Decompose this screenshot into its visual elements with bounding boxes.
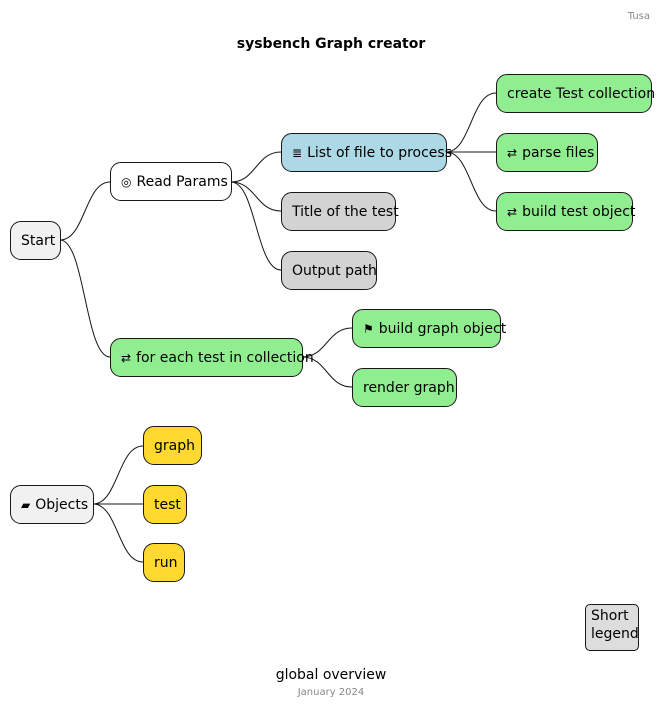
edge-read-params-output [230,181,282,271]
edge-list-build-test [445,151,497,212]
node-parse-files: ⇄ parse files [496,133,598,172]
node-label: run [154,554,178,571]
node-label: build graph object [378,320,507,337]
node-read-params: ◎ Read Params [110,162,232,201]
loop-icon: ⇄ [507,145,518,160]
node-run: run [143,543,185,582]
node-output-path: Output path [281,251,377,290]
diagram-title: sysbench Graph creator [236,36,426,52]
node-test: test [143,485,187,524]
node-build-test-object: ⇄ build test object [496,192,636,231]
node-label: Start [21,232,56,249]
node-label: Output path [292,262,377,279]
node-label: Read Params [136,173,228,190]
node-create-test-collection: create Test collection [496,74,656,113]
list-icon: ≣ [292,145,303,160]
diagram-caption: global overview [275,667,387,683]
node-label: build test object [522,203,636,220]
node-title-of-test: Title of the test [281,192,399,231]
legend-line-1: Short [591,608,629,624]
footer-date: January 2024 [297,687,365,698]
node-label: create Test collection [507,85,656,102]
node-label: List of file to process [307,144,453,161]
loop-icon: ⇄ [507,204,518,219]
edge-objects-graph [92,445,144,505]
node-label: test [154,496,181,513]
node-label: parse files [522,144,595,161]
node-label: for each test in collection [136,349,314,366]
edge-for-each-render [301,356,353,388]
edge-read-params-list [230,151,282,183]
node-for-each-test: ⇄ for each test in collection [110,338,314,377]
node-label: render graph [363,379,455,396]
node-start: Start [10,221,61,260]
node-label: graph [154,437,195,454]
flag-icon: ⚑ [363,321,374,336]
edge-list-create [445,92,497,153]
node-graph: graph [143,426,202,465]
legend-box: Short legend [585,604,639,651]
edge-objects-run [92,503,144,563]
header-text: Tusa [627,11,650,22]
target-icon: ◎ [121,174,132,189]
box-icon: ▰ [21,497,31,512]
node-objects: ▰ Objects [10,485,94,524]
node-build-graph-object: ⚑ build graph object [352,309,506,348]
edge-for-each-build-graph [301,327,353,358]
node-label: Title of the test [292,203,399,220]
edge-read-params-title [230,181,282,212]
edge-start-read-params [59,181,111,241]
legend-line-2: legend [591,626,639,642]
node-label: Objects [35,496,89,513]
loop-icon: ⇄ [121,350,132,365]
node-render-graph: render graph [352,368,457,407]
node-list-of-files: ≣ List of file to process [281,133,452,172]
edge-start-for-each [59,239,111,358]
